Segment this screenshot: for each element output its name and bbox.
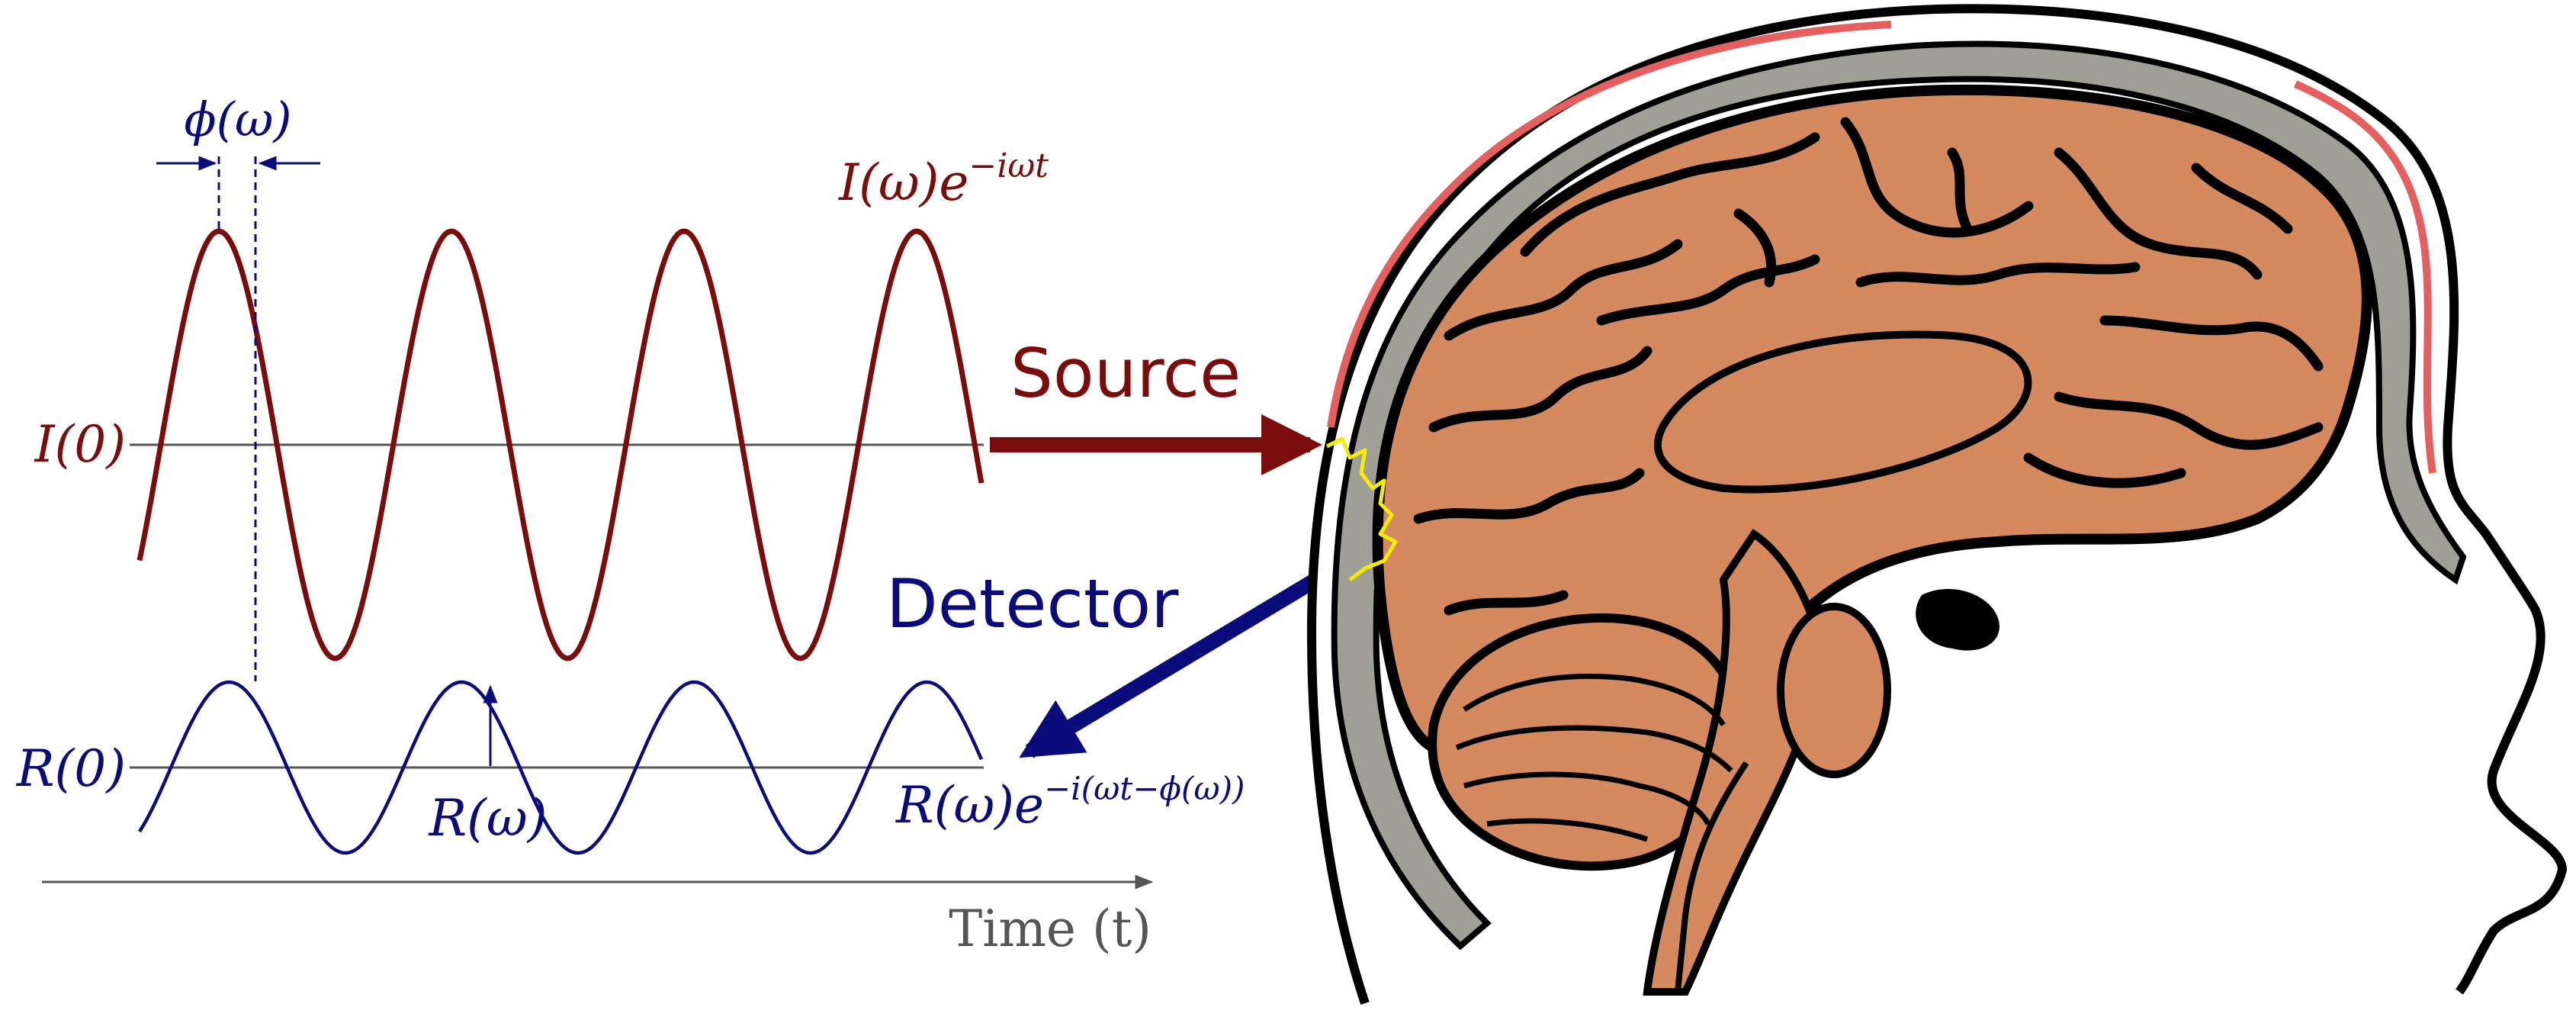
reflected-expression: R(ω)e−i(ωt−ϕ(ω)) xyxy=(895,770,1245,835)
photon-path xyxy=(1325,436,1398,581)
corpus-callosum xyxy=(1654,330,2032,494)
skull xyxy=(1331,40,2467,951)
source-label: Source xyxy=(1010,334,1241,413)
reflected-expression-exponent: −i(ωt−ϕ(ω)) xyxy=(1044,770,1245,807)
incident-baseline-label: I(0) xyxy=(34,415,126,474)
cerebellum-folds xyxy=(1455,673,1733,842)
reflected-amplitude-label: R(ω) xyxy=(428,789,547,848)
reflected-wave xyxy=(138,680,984,855)
incident-expression-base: I(ω)e xyxy=(838,153,968,212)
scalp-outline xyxy=(1306,4,2568,1005)
incident-expression: I(ω)e−iωt xyxy=(838,146,1049,212)
reflected-baseline-label: R(0) xyxy=(16,739,126,798)
spinal-cord xyxy=(1675,761,1749,993)
pons xyxy=(1777,603,1891,778)
detector-label: Detector xyxy=(886,565,1179,643)
scalp-layer-back xyxy=(2293,80,2436,474)
time-axis-label: Time (t) xyxy=(949,900,1151,958)
scalp-layer xyxy=(1327,21,1892,428)
head-illustration xyxy=(1306,4,2568,1005)
detector-arrow xyxy=(1019,574,1318,758)
reflected-expression-base: R(ω)e xyxy=(895,776,1044,835)
incident-expression-exponent: −iωt xyxy=(968,146,1049,185)
phase-label: ϕ(ω) xyxy=(184,92,291,147)
brain-sulci xyxy=(1413,117,2324,616)
ventricle-blob xyxy=(1916,588,1999,651)
incident-wave xyxy=(137,228,984,661)
